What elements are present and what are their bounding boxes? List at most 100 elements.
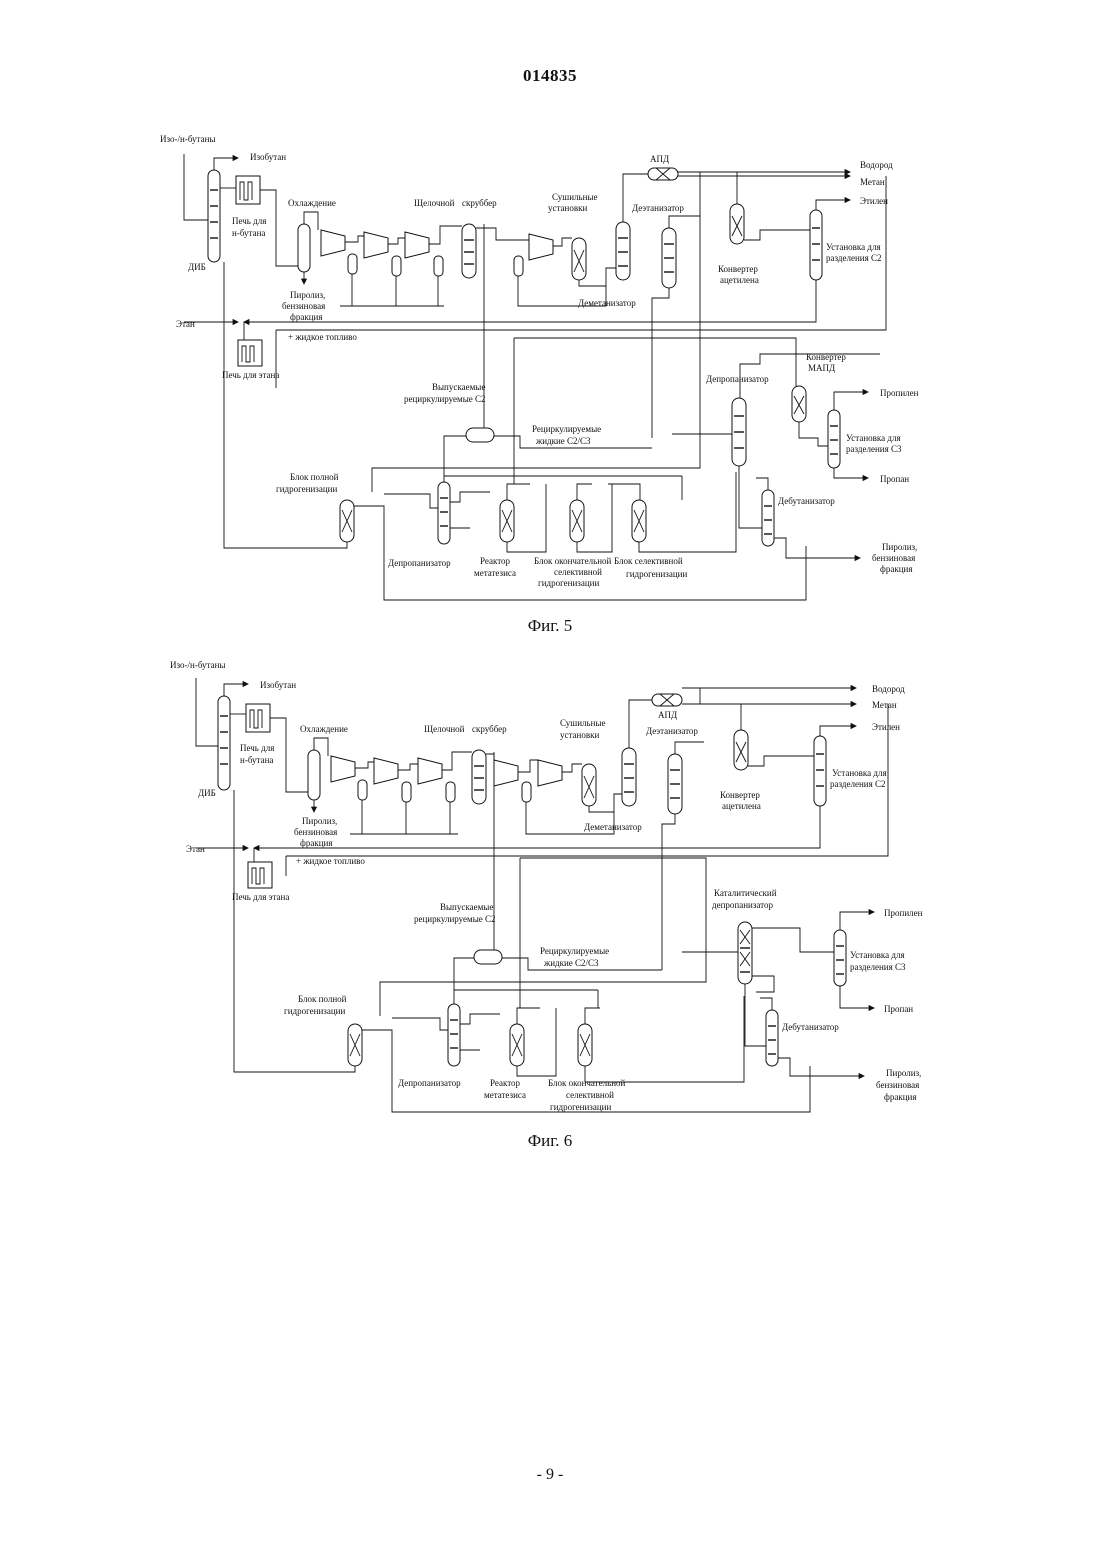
page-number: - 9 - <box>0 1466 1100 1484</box>
label-furnace-ethane: Печь для этана <box>222 370 279 380</box>
depropanizer-column <box>732 398 746 466</box>
compressor-3 <box>418 758 442 784</box>
butane-furnace <box>236 176 260 204</box>
label-pyro-out-3: фракция <box>884 1092 916 1102</box>
label-propylene: Пропилен <box>884 908 923 918</box>
label-metathesis-1: Реактор <box>490 1078 521 1088</box>
label-propylene: Пропилен <box>880 388 919 398</box>
label-demethanizer: Деметанизатор <box>578 298 636 308</box>
acetylene-converter <box>730 204 744 244</box>
dryer <box>572 238 586 280</box>
dryer <box>582 764 596 806</box>
metathesis-reactor <box>510 1024 524 1066</box>
label-ethylene: Этилен <box>860 196 888 206</box>
label-dryers-2: установки <box>548 203 587 213</box>
label-cooling: Охлаждение <box>300 724 348 734</box>
label-scrubber: скруббер <box>472 724 507 734</box>
label-final-sel-3: гидрогенизации <box>538 578 599 588</box>
label-c2-unit-2: разделения С2 <box>826 253 881 263</box>
label-acetylene-2: ацетилена <box>720 275 759 285</box>
label-pyro-1: Пиролиз, <box>302 816 337 826</box>
label-c2-unit-1: Установка для <box>832 768 887 778</box>
label-furnace-butane-2: н-бутана <box>240 755 273 765</box>
label-isobutane: Изобутан <box>250 152 286 162</box>
label-dib: ДИБ <box>188 262 206 272</box>
label-depropanizer-top: Депропанизатор <box>706 374 769 384</box>
label-dryers-1: Сушильные <box>560 718 605 728</box>
label-caustic: Щелочной <box>414 198 455 208</box>
quench-column <box>298 224 310 272</box>
label-full-hydro-2: гидрогенизации <box>284 1006 345 1016</box>
drum-1 <box>348 254 357 274</box>
label-recycle-2: жидкие С2/С3 <box>543 958 599 968</box>
label-final-sel-1: Блок окончательной <box>534 556 612 566</box>
c2-splitter <box>810 210 822 280</box>
label-mapd-1: Конвертер <box>806 352 846 362</box>
label-pyro-out-2: бензиновая <box>876 1080 919 1090</box>
label-ethane: Этан <box>176 319 195 329</box>
label-furnace-butane-2: н-бутана <box>232 228 265 238</box>
sel-hydro-reactor <box>632 500 646 542</box>
label-purge-2: рециркулируемые С2 <box>414 914 496 924</box>
label-full-hydro-2: гидрогенизации <box>276 484 337 494</box>
label-acetylene-1: Конвертер <box>718 264 758 274</box>
deethanizer-column <box>668 754 682 814</box>
recycle-drum <box>474 950 502 964</box>
compressor-2 <box>374 758 398 784</box>
label-fuel: + жидкое топливо <box>296 856 365 866</box>
label-final-sel-1: Блок окончательной <box>548 1078 626 1088</box>
caustic-scrubber <box>472 750 486 804</box>
label-methane: Метан <box>872 700 897 710</box>
compressor-2 <box>364 232 388 258</box>
label-full-hydro-1: Блок полной <box>298 994 347 1004</box>
label-purge-1: Выпускаемые <box>440 902 493 912</box>
depropanizer-bottom-column <box>438 482 450 544</box>
label-c3-unit-2: разделения С3 <box>850 962 906 972</box>
depropanizer-bottom-column <box>448 1004 460 1066</box>
label-pyro-3: фракция <box>290 312 322 322</box>
figure-6-caption: Фиг. 6 <box>0 1131 1100 1151</box>
label-recycle-1: Рециркулируемые <box>540 946 609 956</box>
compressor-1 <box>321 230 345 256</box>
label-pyro-out-1: Пиролиз, <box>886 1068 921 1078</box>
label-pyro-2: бензиновая <box>282 301 325 311</box>
acetylene-converter <box>734 730 748 770</box>
figure-5-diagram: Изо-/н-бутаны Изобутан Печь для н-бутана… <box>0 128 1100 608</box>
drum-3 <box>446 782 455 802</box>
final-sel-hydro-reactor <box>578 1024 592 1066</box>
label-hydrogen: Водород <box>872 684 905 694</box>
metathesis-reactor <box>500 500 514 542</box>
label-deethanizer: Деэтанизатор <box>646 726 698 736</box>
label-c3-unit-2: разделения С3 <box>846 444 902 454</box>
c2-splitter <box>814 736 826 806</box>
compressor-4 <box>494 760 518 786</box>
c3-splitter <box>828 410 840 468</box>
compressor-4 <box>529 234 553 260</box>
label-demethanizer: Деметанизатор <box>584 822 642 832</box>
label-apd: АПД <box>658 710 677 720</box>
label-metathesis-2: метатезиса <box>484 1090 526 1100</box>
label-hydrogen: Водород <box>860 160 893 170</box>
label-acetylene-1: Конвертер <box>720 790 760 800</box>
label-furnace-butane-1: Печь для <box>232 216 266 226</box>
label-c3-unit-1: Установка для <box>846 433 901 443</box>
label-recycle-1: Рециркулируемые <box>532 424 601 434</box>
label-pyro-1: Пиролиз, <box>290 290 325 300</box>
label-caustic: Щелочной <box>424 724 465 734</box>
label-c2-unit-2: разделения С2 <box>830 779 885 789</box>
label-depropanizer-bottom: Депропанизатор <box>398 1078 461 1088</box>
drum-4 <box>522 782 531 802</box>
label-cat-depropanizer-2: депропанизатор <box>712 900 773 910</box>
full-hydro-reactor <box>340 500 354 542</box>
label-furnace-ethane: Печь для этана <box>232 892 289 902</box>
label-dib: ДИБ <box>198 788 216 798</box>
drum-4 <box>514 256 523 276</box>
label-final-sel-2: селективной <box>566 1090 614 1100</box>
label-pyro-2: бензиновая <box>294 827 337 837</box>
label-propane: Пропан <box>884 1004 913 1014</box>
debutanizer-column <box>766 1010 778 1066</box>
debutanizer-column <box>762 490 774 546</box>
label-deethanizer: Деэтанизатор <box>632 203 684 213</box>
label-metathesis-2: метатезиса <box>474 568 516 578</box>
label-propane: Пропан <box>880 474 909 484</box>
